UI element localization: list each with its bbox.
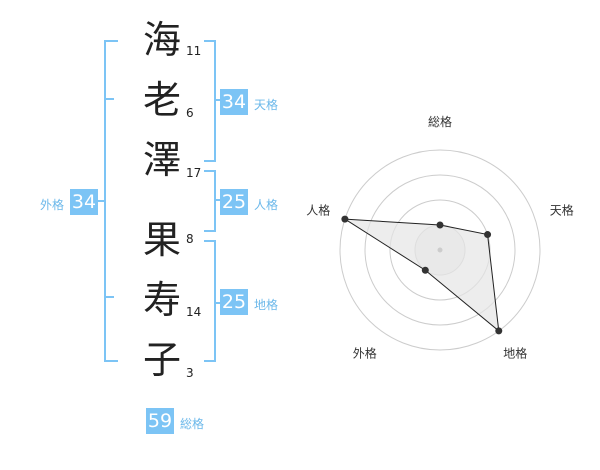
radar-ring-2 [389,199,491,301]
radar-point-総格 [436,221,444,229]
stroke-count-6: 3 [186,366,194,380]
jinkaku-badge: 25 [220,189,248,215]
bracket-inner-tick-1 [106,98,114,100]
gaikaku-bracket-tick [98,200,106,202]
stroke-count-5: 14 [186,305,202,319]
name-char-3: 澤 [142,138,181,182]
stroke-count-3: 17 [186,166,202,180]
radar-point-外格 [421,266,429,274]
bracket-inner-tick-2 [106,296,114,298]
jinkaku-label: 人格 [254,198,279,212]
name-char-2: 老 [142,78,181,122]
tenkaku-bracket [204,40,216,162]
name-char-1: 海 [142,18,181,62]
radar-point-天格 [484,231,492,239]
chikaku-badge: 25 [220,289,248,315]
soukaku-label: 総格 [180,417,205,431]
radar-point-地格 [495,327,503,335]
tenkaku-label: 天格 [254,98,279,112]
radar-axis-label-2: 地格 [503,346,527,361]
radar-point-人格 [341,215,349,223]
name-char-5: 寿 [142,278,181,322]
radar-ring-4 [339,149,541,351]
chikaku-label: 地格 [254,298,279,312]
radar-ring-3 [364,174,516,326]
chikaku-bracket [204,240,216,362]
name-char-4: 果 [142,218,181,262]
radar-axis-label-4: 人格 [306,202,330,217]
stroke-count-1: 11 [186,44,202,58]
jinkaku-bracket [204,170,216,232]
radar-polygon [344,218,500,333]
tenkaku-badge: 34 [220,89,248,115]
radar-axis-label-3: 外格 [353,346,377,361]
stroke-count-2: 6 [186,106,194,120]
radar-axis-label-0: 総格 [428,114,452,129]
gaikaku-badge: 34 [70,189,98,215]
radar-axis-label-1: 天格 [550,202,574,217]
radar-center-dot [437,247,443,253]
name-char-6: 子 [142,338,181,382]
gaikaku-label: 外格 [40,198,65,212]
soukaku-badge: 59 [146,408,174,434]
stroke-count-4: 8 [186,232,194,246]
